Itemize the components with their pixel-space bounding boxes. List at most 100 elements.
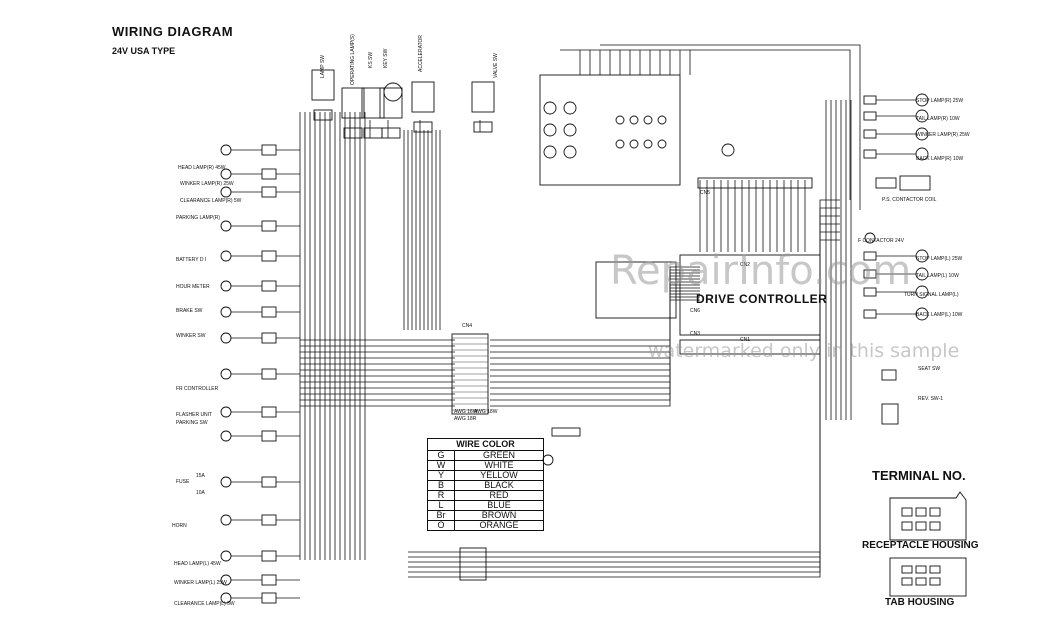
- left-label-item: WINKER LAMP(L) 25W: [174, 580, 227, 586]
- housing-pin: [915, 577, 927, 586]
- contactor-coil: [899, 175, 931, 191]
- wire-color-name: BLUE: [454, 500, 544, 511]
- wire-color-code: Br: [427, 510, 455, 521]
- gauge-label: 15A: [196, 473, 205, 479]
- tab-housing-label: TAB HOUSING: [885, 597, 955, 608]
- contactor-terminal: [657, 115, 667, 125]
- left-label-item: BATTERY D I: [176, 257, 207, 263]
- seat-switch: [881, 369, 897, 381]
- left-label-item: FR CONTROLLER: [176, 386, 219, 392]
- page-subtitle: 24V USA TYPE: [112, 46, 176, 56]
- motor-terminal: [563, 123, 577, 137]
- left-label-item: HEAD LAMP(L) 45W: [174, 561, 221, 567]
- contactor-terminal: [629, 115, 639, 125]
- contactor-terminal: [657, 139, 667, 149]
- switch-symbol: [471, 81, 495, 113]
- watermark-site: RepairInfo.com: [610, 248, 912, 294]
- terminal-block: [261, 220, 277, 232]
- wire-color-code: W: [427, 460, 455, 471]
- wire-color-name: RED: [454, 490, 544, 501]
- wire-color-code: O: [427, 520, 455, 531]
- contactor-terminal: [615, 139, 625, 149]
- wire-color-code: R: [427, 490, 455, 501]
- component-symbol: [220, 430, 232, 442]
- terminal-block: [459, 547, 487, 581]
- component-symbol: [220, 250, 232, 262]
- wire: [408, 239, 840, 578]
- switch-symbol: [341, 87, 365, 119]
- right-label-item: STOP LAMP(R) 25W: [916, 98, 964, 104]
- rev-switch: [881, 403, 899, 425]
- left-label-item: PARKING SW: [176, 420, 208, 426]
- wire-color-title: WIRE COLOR: [427, 438, 544, 451]
- terminal-block: [863, 309, 877, 319]
- housing-pin: [929, 507, 941, 517]
- lamp-symbol: [915, 285, 929, 299]
- wire-color-name: ORANGE: [454, 520, 544, 531]
- drive-controller-label: DRIVE CONTROLLER: [696, 292, 828, 306]
- top-label-item: LAMP SW: [320, 55, 326, 78]
- motor-terminal: [563, 145, 577, 159]
- contactor-terminal: [629, 139, 639, 149]
- controller-sub-box: [595, 261, 677, 319]
- left-label-item: CLEARANCE LAMP(R) 5W: [180, 198, 242, 204]
- lamp-symbol: [915, 127, 929, 141]
- left-label-item: FUSE: [176, 479, 190, 485]
- connector-label: CN6: [690, 308, 701, 314]
- terminal-block: [863, 129, 877, 139]
- left-label-item: FLASHER UNIT: [176, 412, 213, 418]
- right-label-item: SEAT SW: [918, 366, 941, 372]
- wire-color-code: L: [427, 500, 455, 511]
- top-label-item: OPERATING LAMP(S): [350, 34, 356, 85]
- component-symbol: [542, 454, 554, 466]
- harness-wire: [490, 299, 700, 341]
- left-label-item: PARKING LAMP(R): [176, 215, 221, 221]
- left-label-item: BRAKE SW: [176, 308, 203, 314]
- component-symbol: [220, 144, 232, 156]
- motor-frame: [539, 74, 681, 186]
- top-label-item: ACCELERATOR: [418, 34, 424, 72]
- contactor-symbol: [864, 232, 876, 244]
- contactor-terminal: [643, 139, 653, 149]
- motor-terminal: [543, 123, 557, 137]
- housing-pin: [915, 507, 927, 517]
- terminal-block: [261, 406, 277, 418]
- left-label-item: CLEARANCE LAMP(L) 5W: [174, 601, 235, 607]
- right-label-item: STOP LAMP(L) 25W: [916, 256, 963, 262]
- wire-color-name: BLACK: [454, 480, 544, 491]
- terminal-block: [413, 121, 433, 133]
- terminal-block: [313, 109, 333, 121]
- terminal-block: [261, 368, 277, 380]
- terminal-block: [863, 251, 877, 261]
- terminal-block: [261, 332, 277, 344]
- lamp-symbol: [915, 267, 929, 281]
- terminal-block: [261, 550, 277, 562]
- component-symbol: [220, 368, 232, 380]
- contactor-terminal: [615, 115, 625, 125]
- terminal-block: [261, 186, 277, 198]
- right-label-item: TURN SIGNAL LAMP(L): [904, 292, 959, 298]
- switch-symbol: [411, 81, 435, 113]
- connector-label: CN2: [740, 262, 751, 268]
- gauge-label: AWG 16W: [454, 409, 478, 415]
- contactor-terminal: [643, 115, 653, 125]
- component-symbol: [220, 574, 232, 586]
- terminal-block: [863, 111, 877, 121]
- harness-wire: [490, 266, 700, 407]
- wire-color-name: BROWN: [454, 510, 544, 521]
- terminal-block: [261, 250, 277, 262]
- housing-pin: [901, 507, 913, 517]
- left-label-item: WINKER LAMP(R) 25W: [180, 181, 234, 187]
- terminal-block: [863, 269, 877, 279]
- lamp-symbol: [915, 249, 929, 263]
- wire: [600, 44, 861, 210]
- terminal-block: [261, 280, 277, 292]
- gauge-label: AWG 18W: [474, 409, 498, 415]
